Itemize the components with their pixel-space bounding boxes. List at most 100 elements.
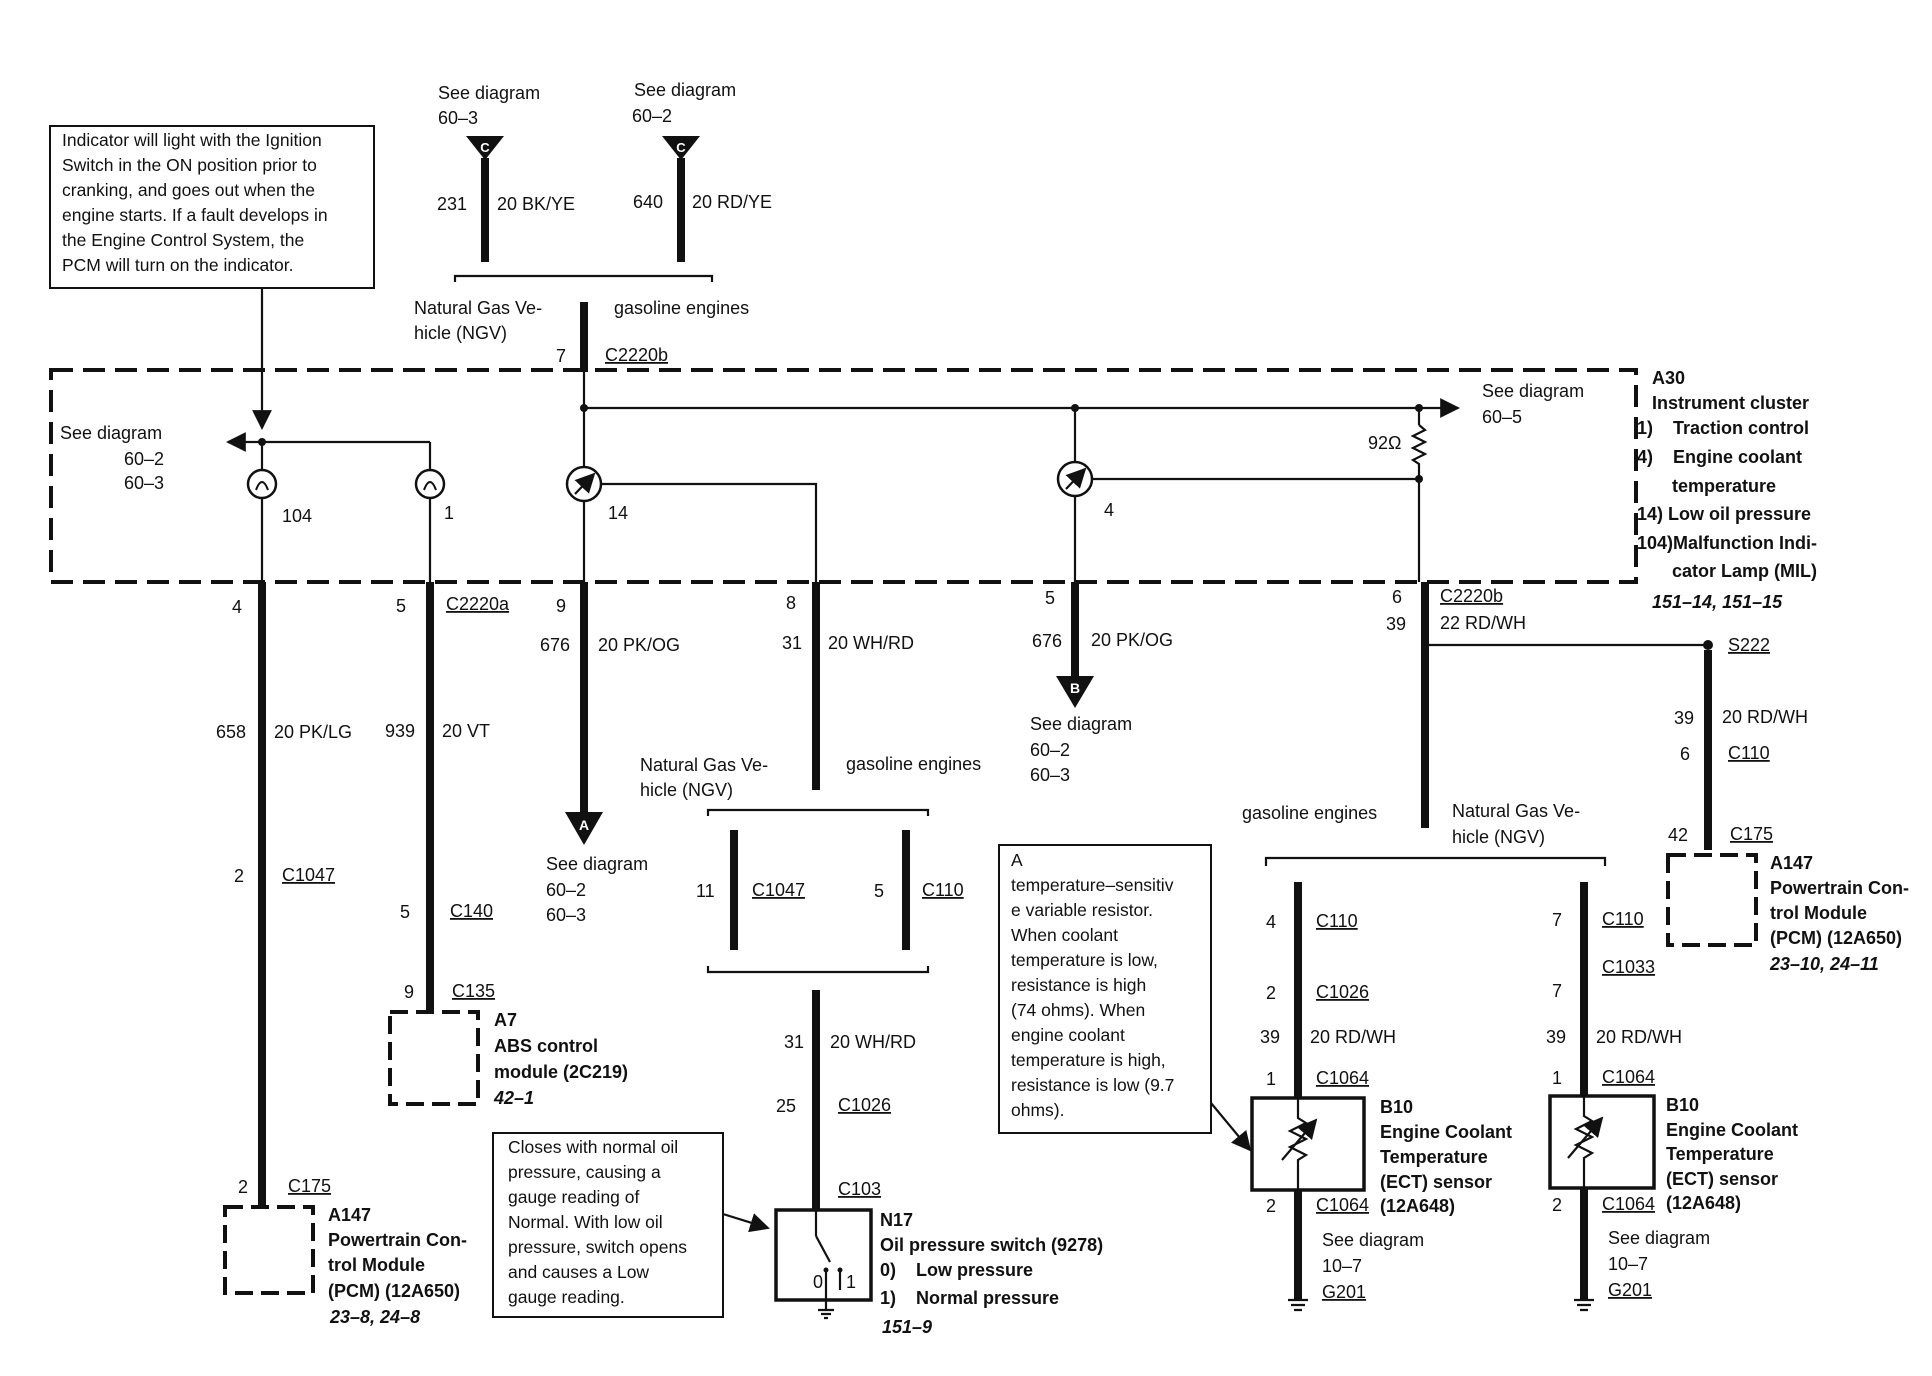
svg-text:C1047: C1047: [752, 880, 805, 900]
svg-text:See diagram: See diagram: [1322, 1230, 1424, 1250]
svg-text:When coolant: When coolant: [1011, 925, 1118, 945]
svg-text:Natural Gas Ve-: Natural Gas Ve-: [640, 755, 768, 775]
svg-text:A147: A147: [1770, 853, 1813, 873]
svg-text:23–10, 24–11: 23–10, 24–11: [1769, 954, 1879, 974]
svg-text:1: 1: [846, 1272, 856, 1292]
svg-text:Switch in the ON position prio: Switch in the ON position prior to: [62, 155, 317, 175]
svg-text:Powertrain Con-: Powertrain Con-: [1770, 878, 1909, 898]
oil-pressure-switch-icon: [774, 1208, 873, 1320]
svg-text:C1047: C1047: [282, 865, 335, 885]
svg-text:Temperature: Temperature: [1380, 1147, 1488, 1167]
svg-text:temperature–sensitiv: temperature–sensitiv: [1011, 875, 1174, 895]
ground-icon: [1288, 1298, 1308, 1312]
svg-text:60–5: 60–5: [1482, 407, 1522, 427]
svg-text:231: 231: [437, 194, 467, 214]
svg-text:and causes a Low: and causes a Low: [508, 1262, 649, 1282]
svg-text:hicle (NGV): hicle (NGV): [1452, 827, 1545, 847]
svg-text:9: 9: [404, 982, 414, 1002]
svg-text:C: C: [676, 140, 686, 155]
connector-a-icon: [565, 812, 603, 845]
svg-text:gauge reading of: gauge reading of: [508, 1187, 639, 1207]
svg-text:14) Low oil pressure: 14) Low oil pressure: [1637, 504, 1811, 524]
svg-text:20 VT: 20 VT: [442, 721, 490, 741]
svg-text:1: 1: [1266, 1069, 1276, 1089]
svg-text:151–9: 151–9: [882, 1317, 932, 1337]
svg-text:60–2: 60–2: [632, 106, 672, 126]
oil-switch-note: Closes with normal oil pressure, causing…: [492, 1132, 724, 1318]
ect-resistor-note: A temperature–sensitiv e variable resist…: [998, 844, 1212, 1134]
svg-text:See diagram: See diagram: [1608, 1228, 1710, 1248]
svg-text:B: B: [1070, 680, 1080, 696]
svg-text:1: 1: [444, 503, 454, 523]
svg-text:C1064: C1064: [1316, 1068, 1369, 1088]
svg-text:676: 676: [1032, 631, 1062, 651]
coolant-temp-gauge-icon: [1056, 460, 1094, 498]
svg-text:20 PK/LG: 20 PK/LG: [274, 722, 352, 742]
svg-text:ABS control: ABS control: [494, 1036, 598, 1056]
svg-text:See diagram: See diagram: [634, 80, 736, 100]
svg-text:pressure, switch opens: pressure, switch opens: [508, 1237, 687, 1257]
svg-text:module (2C219): module (2C219): [494, 1062, 628, 1082]
ground-icon: [1574, 1298, 1594, 1312]
svg-text:4: 4: [232, 597, 242, 617]
connector-b-icon: [1056, 676, 1094, 708]
svg-text:hicle (NGV): hicle (NGV): [640, 780, 733, 800]
svg-text:0) Low pressure: 0) Low pressure: [880, 1260, 1033, 1280]
svg-text:temperature: temperature: [1637, 476, 1776, 496]
svg-text:C2220b: C2220b: [605, 345, 668, 365]
svg-text:60–3: 60–3: [546, 905, 586, 925]
svg-text:7: 7: [556, 346, 566, 366]
svg-text:pressure, causing a: pressure, causing a: [508, 1162, 661, 1182]
svg-text:20 BK/YE: 20 BK/YE: [497, 194, 575, 214]
svg-text:20 PK/OG: 20 PK/OG: [1091, 630, 1173, 650]
svg-text:39: 39: [1546, 1027, 1566, 1047]
svg-text:resistance is low (9.7: resistance is low (9.7: [1011, 1075, 1174, 1095]
svg-text:2: 2: [234, 866, 244, 886]
svg-text:Natural Gas Ve-: Natural Gas Ve-: [414, 298, 542, 318]
svg-text:6: 6: [1392, 587, 1402, 607]
svg-text:C1064: C1064: [1602, 1194, 1655, 1214]
svg-text:2: 2: [238, 1177, 248, 1197]
svg-text:60–2: 60–2: [1030, 740, 1070, 760]
resistor-92-ohm: [1410, 424, 1428, 582]
svg-text:42: 42: [1668, 825, 1688, 845]
svg-text:gasoline engines: gasoline engines: [1242, 803, 1377, 823]
svg-text:658: 658: [216, 722, 246, 742]
oil-pressure-gauge-icon: [565, 465, 603, 503]
svg-text:(74 ohms). When: (74 ohms). When: [1011, 1000, 1145, 1020]
svg-text:(ECT) sensor: (ECT) sensor: [1380, 1172, 1492, 1192]
svg-text:See diagram: See diagram: [1030, 714, 1132, 734]
svg-text:See diagram: See diagram: [60, 423, 162, 443]
svg-text:C110: C110: [1728, 743, 1770, 763]
svg-text:60–3: 60–3: [1030, 765, 1070, 785]
top-connector-left: See diagram 60–3 C 231 20 BK/YE: [437, 83, 575, 262]
svg-text:(12A648): (12A648): [1380, 1196, 1455, 1216]
svg-text:7: 7: [1552, 981, 1562, 1001]
svg-text:60–2: 60–2: [124, 449, 164, 469]
svg-text:(ECT) sensor: (ECT) sensor: [1666, 1169, 1778, 1189]
svg-text:Indicator will light with the: Indicator will light with the Ignition: [62, 130, 322, 150]
svg-text:A30: A30: [1652, 368, 1685, 388]
abs-module: [388, 1010, 480, 1106]
svg-text:39: 39: [1260, 1027, 1280, 1047]
svg-text:20 RD/YE: 20 RD/YE: [692, 192, 772, 212]
svg-text:39: 39: [1674, 708, 1694, 728]
svg-text:C110: C110: [922, 880, 964, 900]
svg-text:31: 31: [784, 1032, 804, 1052]
svg-text:Temperature: Temperature: [1666, 1144, 1774, 1164]
svg-text:5: 5: [396, 596, 406, 616]
svg-text:42–1: 42–1: [493, 1088, 534, 1108]
svg-text:2: 2: [1266, 983, 1276, 1003]
svg-text:resistance is high: resistance is high: [1011, 975, 1146, 995]
ect-sensor-ngv-icon: [1548, 1094, 1656, 1190]
svg-text:See diagram: See diagram: [546, 854, 648, 874]
svg-text:cator Lamp (MIL): cator Lamp (MIL): [1637, 561, 1817, 581]
svg-text:C140: C140: [450, 901, 493, 921]
svg-text:20 RD/WH: 20 RD/WH: [1310, 1027, 1396, 1047]
svg-text:C: C: [480, 140, 490, 155]
svg-text:2: 2: [1266, 1196, 1276, 1216]
svg-text:939: 939: [385, 721, 415, 741]
svg-text:G201: G201: [1322, 1282, 1366, 1302]
svg-text:39: 39: [1386, 614, 1406, 634]
svg-text:N17: N17: [880, 1210, 913, 1230]
